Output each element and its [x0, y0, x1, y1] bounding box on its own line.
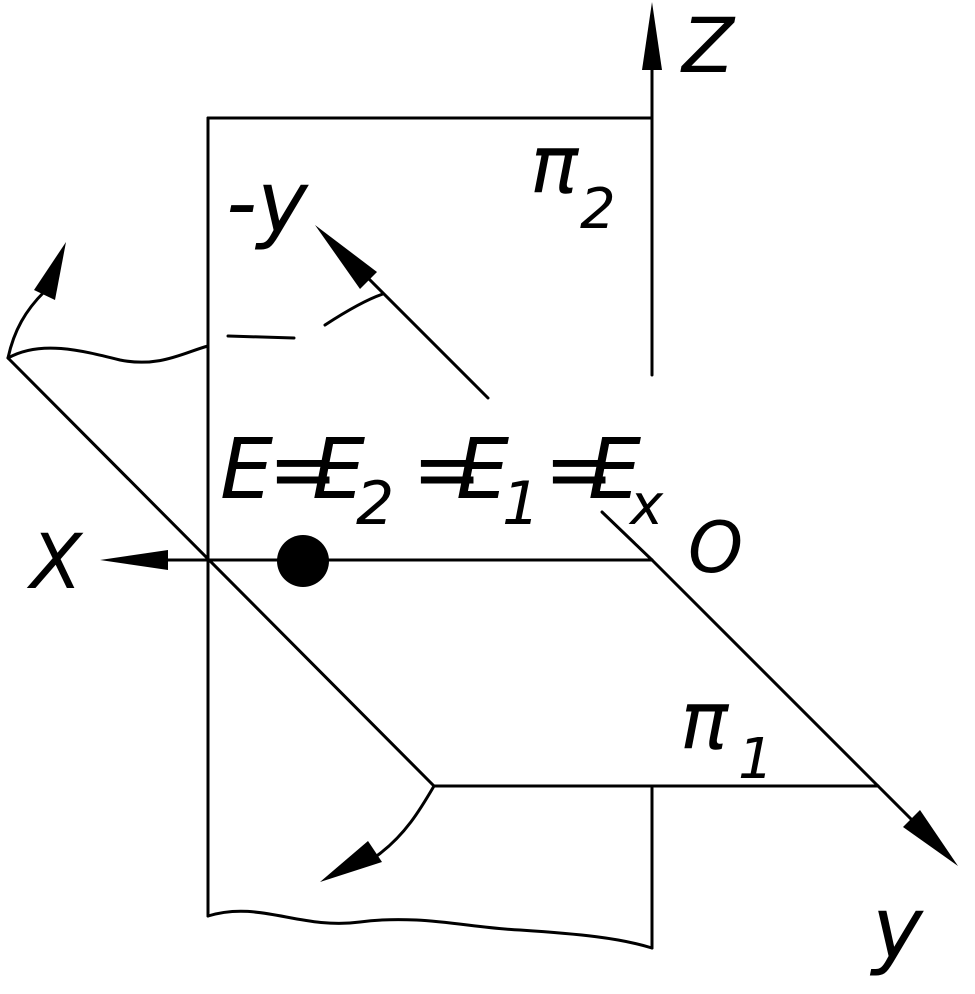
- break-line-left: [6, 344, 210, 364]
- point-e1-subscript: 1: [502, 469, 540, 539]
- rotation-arrow-left: [6, 290, 46, 360]
- point-e-dot: [277, 535, 329, 587]
- plane-pi2-label: π: [530, 118, 580, 211]
- axis-neg-y-label: -y: [226, 153, 309, 253]
- point-e-label-group: E = E 2 = E 1 = E x: [220, 420, 664, 539]
- point-ex-subscript: x: [628, 473, 664, 538]
- equals-sign: =: [412, 420, 482, 518]
- equals-sign: =: [544, 420, 614, 518]
- axes: [100, 2, 958, 866]
- break-line-bottom: [206, 909, 654, 950]
- plane-pi2: [206, 116, 654, 950]
- axis-z-label: Z: [680, 1, 736, 90]
- equals-sign: =: [268, 420, 338, 518]
- plane-pi1-subscript: 1: [738, 727, 774, 792]
- axis-y-label: y: [869, 879, 924, 979]
- origin-label: O: [688, 507, 743, 589]
- point-e2-label: E: [312, 420, 365, 518]
- axis-y-arrowhead: [903, 810, 958, 866]
- axis-x-label: X: [26, 517, 84, 606]
- point-ex-label: E: [588, 420, 641, 518]
- plane-pi1: [6, 292, 880, 788]
- plane-pi2-subscript: 2: [580, 177, 616, 242]
- axis-x-arrowhead: [100, 550, 168, 570]
- axis-z-arrowhead: [642, 2, 662, 70]
- plane-pi1-label: π: [680, 674, 730, 767]
- rotation-arrows: [6, 242, 436, 882]
- axis-neg-y-arrowhead: [315, 225, 377, 289]
- rotation-arrow-bottom: [376, 784, 436, 857]
- point-e-label: E: [220, 420, 273, 518]
- point-e1-label: E: [456, 420, 509, 518]
- point-e2-subscript: 2: [356, 469, 394, 539]
